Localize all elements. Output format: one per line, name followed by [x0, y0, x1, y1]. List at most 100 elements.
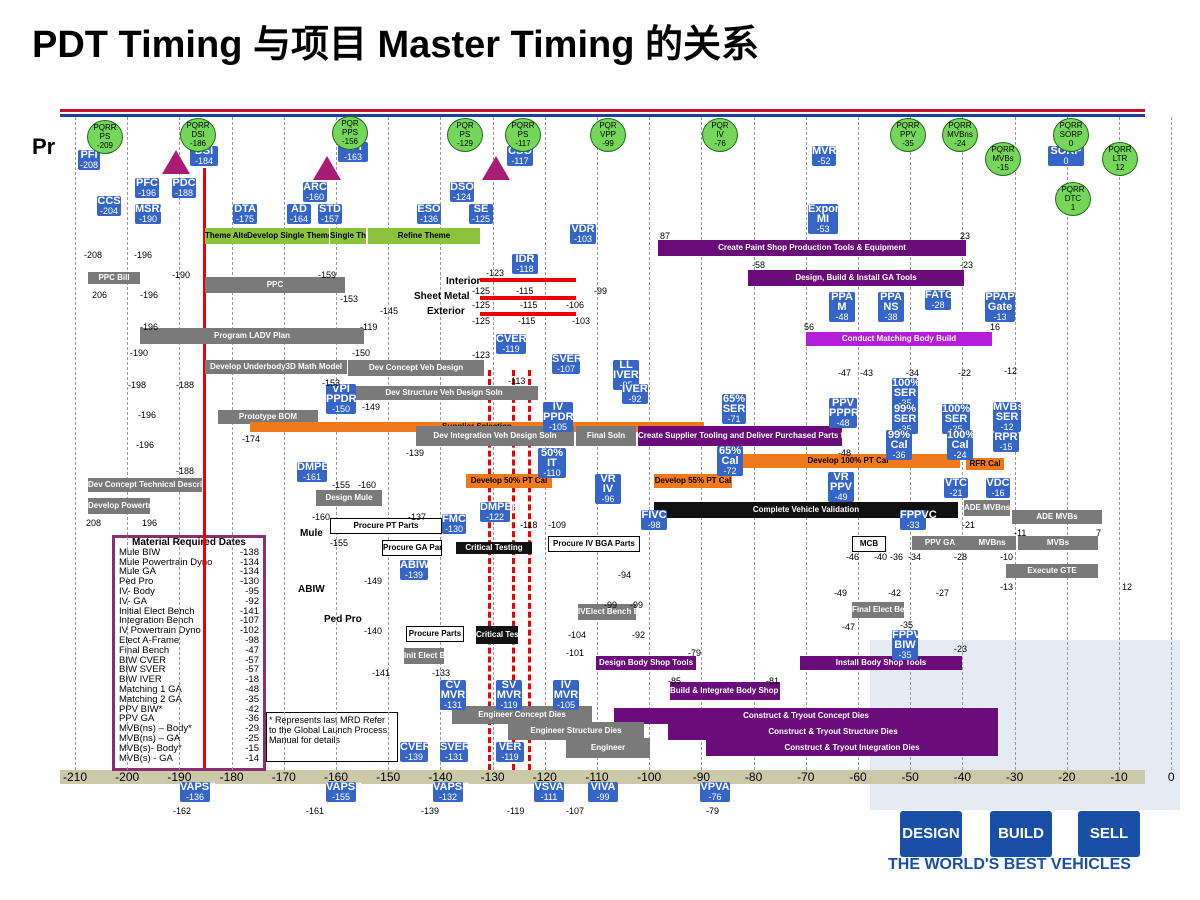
milestone: MVBs SER-12	[993, 402, 1024, 432]
milestone-label: VIVA	[590, 781, 616, 793]
milestone-day: -122	[485, 512, 504, 522]
quality-gate-line: PQR	[599, 121, 617, 130]
quality-gate-line: 0	[1068, 139, 1074, 148]
milestone: SVER-107	[552, 354, 582, 374]
grid-line	[336, 117, 337, 770]
milestone: DMPER-161	[297, 462, 337, 482]
milestone-label: 65% Cal	[718, 445, 742, 467]
milestone-day: -163	[343, 152, 362, 162]
day-number: -104	[568, 630, 587, 640]
ic-triangle	[162, 150, 190, 174]
milestone-label: 100% SER	[942, 403, 971, 425]
milestone-day: -139	[404, 570, 423, 580]
day-number: -196	[136, 440, 155, 450]
mrd-day: -47	[245, 644, 259, 656]
day-number: -159	[318, 270, 337, 280]
day-number: -47	[842, 622, 856, 632]
day-number: -115	[520, 300, 538, 310]
mrd-row: Ped Pro-130	[115, 577, 263, 587]
milestone-label: AD	[291, 203, 307, 215]
mrd-row: PPV BIW*-42	[115, 704, 263, 715]
milestone: PPAP Gate-13	[985, 292, 1015, 322]
day-number: -92	[632, 630, 646, 640]
day-number: -115	[516, 286, 534, 296]
grid-line	[127, 117, 129, 770]
build-button[interactable]: BUILD	[990, 811, 1052, 857]
milestone: IV PPDR-105	[543, 401, 574, 432]
grid-line	[1119, 117, 1120, 770]
day-number: 23	[960, 231, 971, 241]
timing-bar: Construct & Tryout Structure Dies	[668, 724, 998, 740]
mrd-row: MVB(ns) – GA-25	[115, 734, 263, 744]
day-number: -48	[838, 448, 852, 458]
grid-line	[1171, 117, 1173, 770]
milestone: FIVC-98	[641, 510, 667, 530]
milestone: STD-157	[318, 204, 342, 224]
mrd-day: -134	[239, 556, 259, 568]
quality-gate-line: 1	[1070, 203, 1076, 212]
axis-tick-label: -60	[849, 770, 867, 784]
design-button[interactable]: DESIGN	[900, 811, 962, 857]
day-number: -106	[566, 300, 585, 310]
axis-tick-label: -150	[376, 770, 401, 784]
milestone-label: FPPV BIW	[892, 629, 921, 651]
day-number: -40	[874, 552, 888, 562]
axis-tick-label: -90	[692, 770, 711, 784]
timing-bar: Init Elect Bench Bld	[404, 648, 444, 664]
day-number: -79	[688, 648, 702, 658]
milestone-day: -71	[727, 414, 741, 424]
mrd-item: BIW CVER	[119, 654, 166, 666]
milestone: VTC-21	[944, 478, 968, 498]
axis-tick-label: -30	[1005, 770, 1024, 784]
milestone-day: -132	[438, 792, 457, 802]
quality-gate-line: PQRR	[896, 121, 920, 130]
milestone-label: VER	[498, 741, 522, 753]
quality-gate-line: PQRR	[186, 121, 210, 130]
bottom-milestone: VSVA-111	[534, 782, 564, 802]
day-number: -34	[906, 368, 920, 378]
day-number: -43	[860, 368, 874, 378]
milestone: CV MVR-131	[440, 680, 466, 710]
milestone-day: -24	[953, 450, 967, 460]
timing-bar: Develop Powertrain	[88, 498, 150, 514]
milestone-label: IV PPDR	[543, 401, 574, 423]
milestone-day: -35	[898, 398, 912, 408]
grid-line	[1066, 117, 1068, 770]
day-number: -35	[900, 620, 914, 630]
axis-tick-label: -120	[532, 770, 557, 784]
milestone: 100% SER-35	[892, 378, 920, 408]
day-number: -27	[936, 588, 950, 598]
day-number: -119	[360, 322, 378, 332]
day-number: -99	[604, 600, 618, 610]
sell-button[interactable]: SELL	[1078, 811, 1140, 857]
mrd-day: -134	[239, 566, 259, 578]
axis-tick-label: -10	[1110, 770, 1128, 784]
day-number: -155	[330, 538, 349, 548]
timeline-axis	[60, 770, 1145, 784]
milestone: Export MI-53	[808, 204, 843, 234]
milestone-day: -96	[601, 494, 615, 504]
mrd-item: MVB(ns) – GA	[119, 732, 181, 744]
milestone: CVER-119	[496, 334, 527, 354]
day-number: -160	[358, 480, 377, 490]
mrd-row: Initial Elect Bench-141	[115, 606, 263, 617]
mrd-item: MVB(s)- Body*	[119, 742, 182, 754]
milestone-label: CCS	[97, 195, 121, 207]
timing-bar: PPC	[205, 277, 345, 293]
milestone-day: -136	[419, 214, 438, 224]
milestone: VER-119	[496, 742, 524, 762]
milestone-day: -125	[471, 214, 490, 224]
milestone-day: -160	[305, 192, 324, 202]
day-number: -125	[472, 316, 491, 326]
grid-line	[388, 117, 390, 770]
mrd-row: Final Bench-47	[115, 644, 263, 656]
milestone: 99% SER-35	[892, 404, 918, 434]
day-number: 206	[92, 290, 108, 300]
timing-bar: Dev Concept Technical Descriptors	[88, 478, 202, 492]
milestone: SV MVR-119	[496, 680, 522, 710]
quality-gate-line: VPP	[599, 130, 616, 139]
milestone: ESO-136	[417, 204, 441, 224]
day-number: -113	[508, 376, 526, 386]
quality-gate-line: PQRR	[93, 123, 117, 132]
